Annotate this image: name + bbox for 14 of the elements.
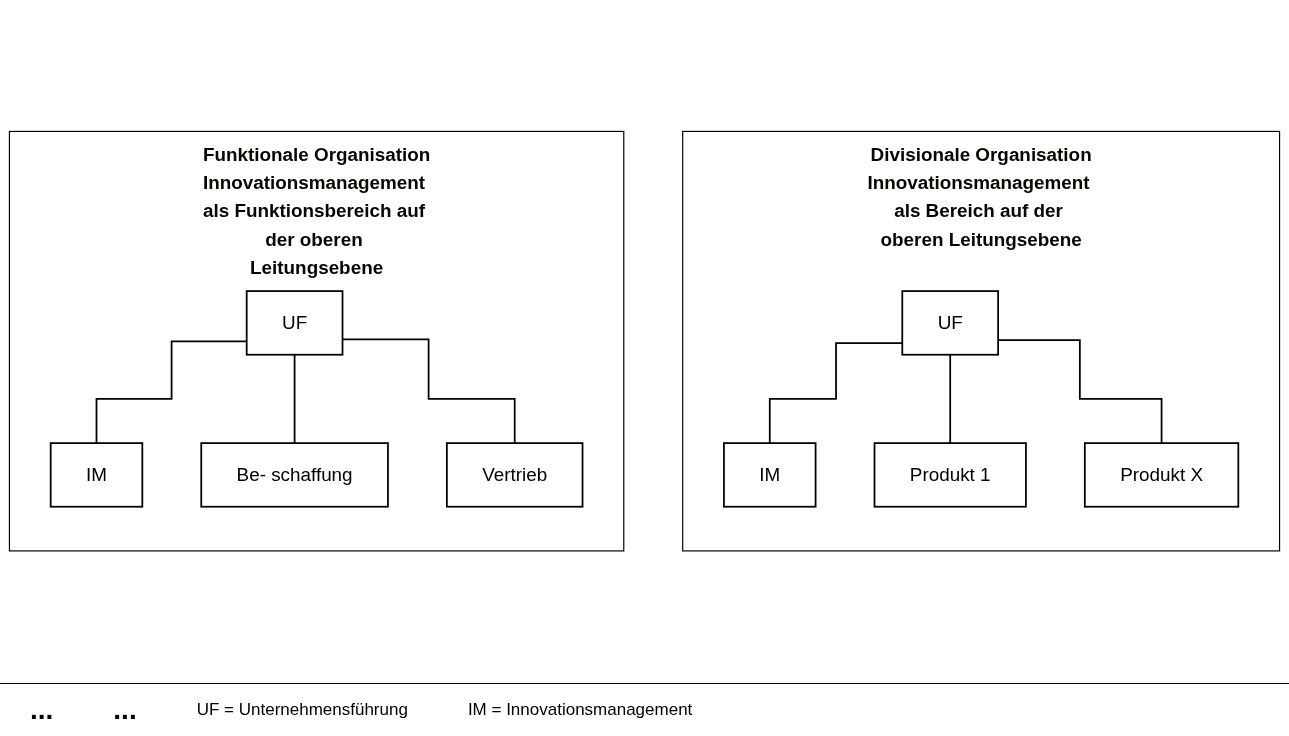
ellipsis-text: ...: [30, 694, 54, 726]
node-box: UF: [901, 290, 999, 356]
legend-note: IM = Innovationsmanagement: [467, 700, 693, 720]
node-box: Be- schaffung: [200, 442, 389, 508]
connector: [949, 354, 952, 445]
node-box: Produkt 1: [873, 442, 1027, 508]
node-box: IM: [49, 442, 144, 508]
connector: [293, 354, 296, 445]
legend-note: UF = Unternehmensführung: [196, 700, 408, 720]
node-box: UF: [245, 290, 344, 356]
node-box: Vertrieb: [445, 442, 584, 508]
ellipsis-text: ...: [113, 694, 137, 726]
node-box: IM: [723, 442, 817, 508]
node-box: Produkt X: [1083, 442, 1240, 508]
